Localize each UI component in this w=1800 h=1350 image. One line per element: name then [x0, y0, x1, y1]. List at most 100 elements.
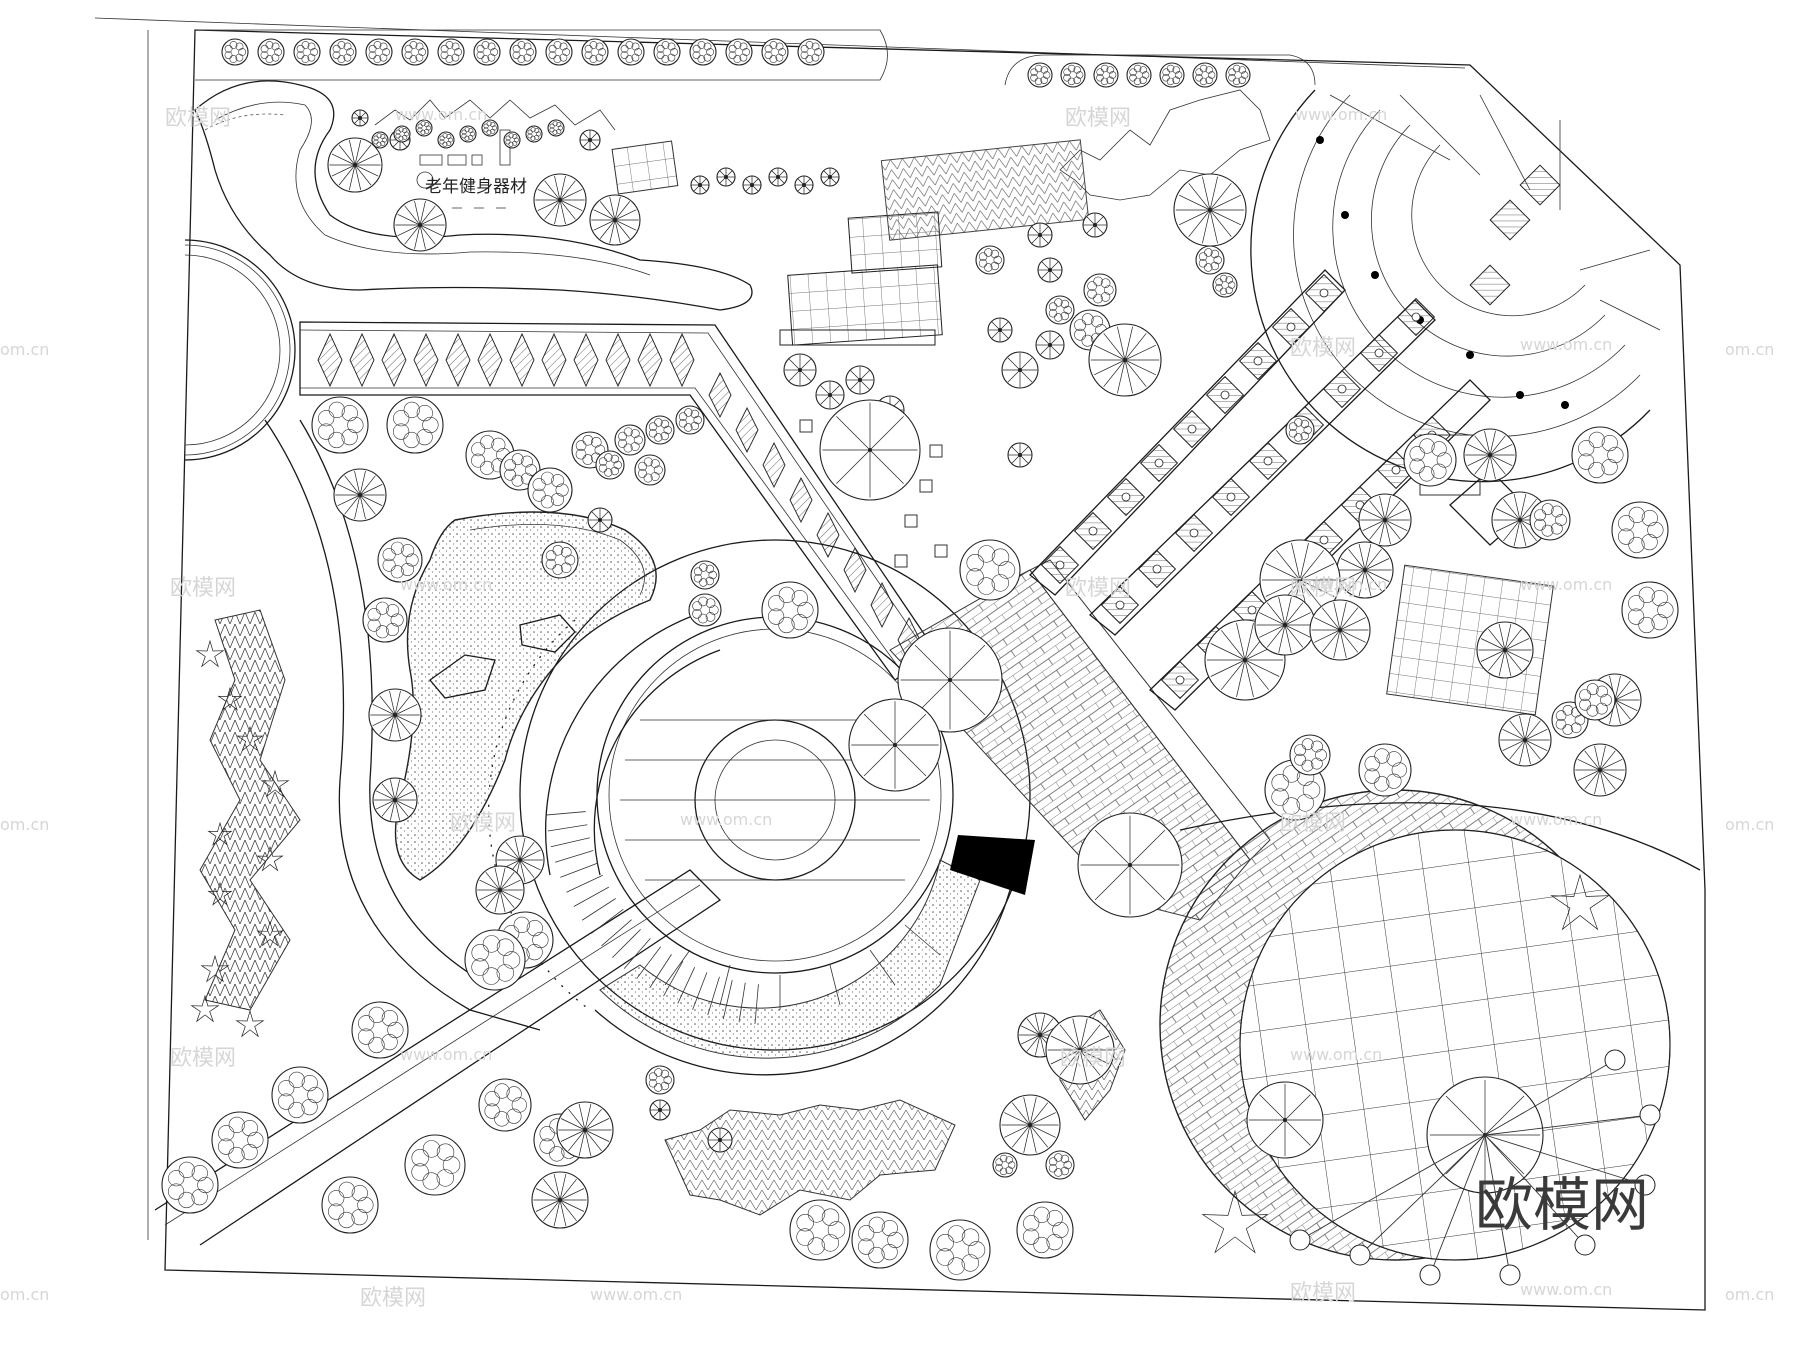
stepping-square-dot — [1319, 288, 1329, 298]
paving-diamond — [413, 332, 439, 388]
stepping-square-dot — [1152, 564, 1162, 574]
shrub-symbol-icon — [959, 539, 1021, 601]
lamp-post-icon — [1316, 136, 1324, 144]
watermark-text: 欧模网 — [1065, 106, 1131, 131]
planter-square — [1489, 199, 1531, 241]
watermark-url: www.om.cn — [1520, 335, 1612, 354]
paving-diamond — [762, 441, 786, 489]
radial-path-line — [1299, 1134, 1486, 1241]
bridge-rung — [692, 972, 708, 1010]
watermark-url: www.om.cn — [1520, 1280, 1612, 1299]
tree-symbol-icon — [716, 167, 736, 187]
watermark-url: www.om.cn — [1295, 105, 1387, 124]
stepping-square-dot — [1374, 348, 1384, 358]
bridge-rung — [649, 954, 672, 989]
stepping-square-dot — [1175, 675, 1185, 685]
shrub-symbol-icon — [311, 396, 369, 454]
star-plant-icon — [217, 686, 243, 711]
palm-symbol-icon — [475, 865, 525, 915]
tree-symbol-icon — [690, 175, 710, 195]
bridge-rung — [754, 984, 759, 1025]
bridge-rung — [738, 982, 746, 1023]
pond — [394, 511, 657, 881]
tree-symbol-icon — [579, 129, 601, 151]
lamp-post-icon — [1371, 271, 1379, 279]
paving-diamond — [843, 546, 867, 594]
watermark-edge: om.cn — [1725, 340, 1774, 359]
bridge-rung — [722, 980, 733, 1020]
watermark-url: www.om.cn — [1520, 575, 1612, 594]
shrub-symbol-icon — [688, 593, 722, 627]
shrub-symbol-icon — [541, 541, 579, 579]
lamp-post-icon — [1639, 1104, 1661, 1126]
shrub-symbol-icon — [386, 396, 444, 454]
stepping-square-dot — [1247, 605, 1257, 615]
shrub-symbol-icon — [1083, 273, 1117, 307]
watermark-text: 欧模网 — [1290, 1281, 1356, 1306]
bridge-rung — [591, 909, 624, 934]
shrub-symbol-icon — [377, 537, 423, 583]
radial-path-line — [1359, 1134, 1486, 1256]
star-plant-icon — [207, 821, 233, 846]
shrub-symbol-icon — [614, 424, 646, 456]
lamp-post-icon — [1604, 1049, 1626, 1071]
watermark-edge: om.cn — [1725, 1285, 1774, 1304]
watermark-url: www.om.cn — [1290, 1045, 1382, 1064]
bridge-rung — [560, 862, 598, 878]
lamp-post-icon — [1574, 1234, 1596, 1256]
paving-diamond — [509, 332, 535, 388]
bridge-rung — [623, 938, 651, 969]
paving-diamond — [735, 406, 759, 454]
checker-plaza — [779, 139, 1090, 346]
watermark-text: 欧模网 — [1290, 336, 1356, 361]
shrub-symbol-icon — [761, 38, 789, 66]
tree-symbol-icon — [820, 167, 840, 187]
bridge-rung — [612, 929, 641, 958]
watermark-layer: 欧模网 www.om.cn 欧模网 www.om.cn 欧模网 www.om.cn 欧模网 w… — [0, 105, 1774, 1311]
shrub-symbol-icon — [1126, 62, 1152, 88]
tree-symbol-icon — [783, 353, 817, 387]
tree-symbol-icon — [1007, 442, 1033, 468]
bridge-rung — [677, 967, 696, 1004]
diagonal-road — [154, 869, 722, 1246]
shrub-symbol-icon — [1060, 62, 1086, 88]
brand-logo-text: 欧模网 — [1475, 1171, 1649, 1239]
tree-symbol-icon — [649, 1099, 671, 1121]
paving-diamond — [605, 332, 631, 388]
top-tree-row — [195, 29, 1316, 86]
tree-symbol-icon — [794, 175, 814, 195]
shrub-symbol-icon — [595, 450, 625, 480]
stepping-square-dot — [1263, 456, 1273, 466]
shrub-symbol-icon — [929, 1219, 991, 1281]
radial-path-line — [1484, 1134, 1511, 1276]
lamp-post-icon — [1289, 1229, 1311, 1251]
bridge-rung — [707, 976, 720, 1016]
paving-diamond — [708, 371, 732, 419]
tree-symbol-icon — [1077, 812, 1183, 918]
palm-symbol-icon — [1254, 594, 1316, 656]
shrub-symbol-icon — [653, 38, 681, 66]
shrub-symbol-icon — [1611, 501, 1669, 559]
shrub-symbol-icon — [761, 581, 819, 639]
planter-square — [1519, 164, 1561, 206]
star-plant-icon — [200, 954, 230, 983]
shrub-symbol-icon — [1289, 734, 1331, 776]
shrub-symbol-icon — [211, 1111, 269, 1169]
shrub-symbol-icon — [1159, 62, 1185, 88]
rock-edge-top — [374, 99, 616, 131]
sector-paving — [599, 859, 981, 1059]
stepping-square-dot — [1121, 492, 1131, 502]
lamp-post-icon — [1419, 1264, 1441, 1286]
watermark-edge: om.cn — [0, 340, 49, 359]
shrub-symbol-icon — [725, 38, 753, 66]
stepping-square-dot — [1226, 492, 1236, 502]
palm-symbol-icon — [1309, 599, 1371, 661]
shrub-symbol-icon — [481, 119, 499, 137]
bridge-rung — [636, 946, 661, 979]
bridge-rung — [581, 898, 616, 921]
paving-diamond — [789, 476, 813, 524]
bridge-rung — [663, 960, 684, 997]
palm-symbol-icon — [999, 1094, 1061, 1156]
star-plant-icon — [1550, 873, 1610, 931]
